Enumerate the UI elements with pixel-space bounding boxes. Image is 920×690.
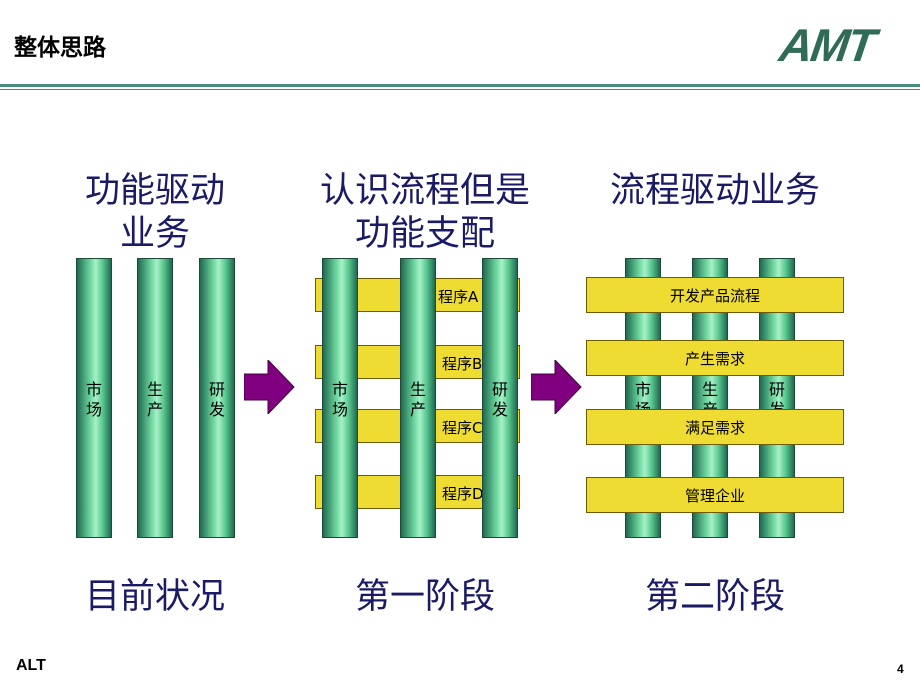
pillar-label-char: 发 [491,400,508,419]
process-bar-a-label: 程序A [438,288,479,306]
arrow-right-icon [531,360,582,414]
pillar-production-col1 [137,258,173,538]
pillar-label-market-col1: 市 场 [77,380,111,420]
pillar-label-production-col2: 生 产 [401,380,435,420]
pillar-label-char: 生 [409,380,426,399]
heading-col2: 认识流程但是 功能支配 [300,170,550,256]
pillar-label-char: 市 [331,380,348,399]
heading-col1: 功能驱动 业务 [40,170,270,256]
page-number: 4 [897,662,904,676]
pillar-label-char: 生 [701,380,718,399]
heading-col2-line2: 功能支配 [354,214,495,254]
heading-col1-line2: 业务 [119,214,190,254]
process-bar-c-label: 程序C [442,419,483,437]
stage-label-phase1: 第一阶段 [354,577,495,617]
flow-bar-manage: 管理企业 [586,477,844,513]
pillar-label-char: 产 [409,400,426,419]
pillar-rnd-col2 [482,258,518,538]
pillar-label-market-col2: 市 场 [323,380,357,420]
header-divider-thin [0,89,920,90]
heading-col3: 流程驱动业务 [590,170,840,213]
pillar-label-char: 研 [768,380,785,399]
process-bar-d-label: 程序D [442,485,484,503]
pillar-label-char: 生 [146,380,163,399]
pillar-label-char: 研 [491,380,508,399]
pillar-label-char: 产 [146,400,163,419]
stage-label-phase2: 第二阶段 [644,577,785,617]
header-divider [0,84,920,87]
pillar-market-col2 [322,258,358,538]
pillar-rnd-col1 [199,258,235,538]
pillar-label-char: 市 [634,380,651,399]
footer-label: ALT [16,657,46,674]
pillar-label-char: 场 [331,400,348,419]
heading-col1-line1: 功能驱动 [84,171,225,211]
flow-bar-product-dev: 开发产品流程 [586,277,844,313]
pillar-label-char: 研 [208,380,225,399]
pillar-production-col2 [400,258,436,538]
pillar-label-char: 发 [208,400,225,419]
pillar-label-production-col1: 生 产 [138,380,172,420]
heading-col2-line1: 认识流程但是 [319,171,530,211]
arrow-right-icon [244,360,295,414]
pillar-label-rnd-col2: 研 发 [483,380,517,420]
pillar-label-char: 场 [85,400,102,419]
flow-bar-fulfill: 满足需求 [586,409,844,445]
pillar-market-col1 [76,258,112,538]
page-title: 整体思路 [14,35,106,61]
flow-bar-demand: 产生需求 [586,340,844,376]
heading-col3-line1: 流程驱动业务 [609,171,820,211]
amt-logo: AMT [776,19,878,71]
pillar-label-char: 市 [85,380,102,399]
process-bar-b-label: 程序B [442,355,483,373]
pillar-label-rnd-col1: 研 发 [200,380,234,420]
stage-label-current: 目前状况 [84,577,225,617]
